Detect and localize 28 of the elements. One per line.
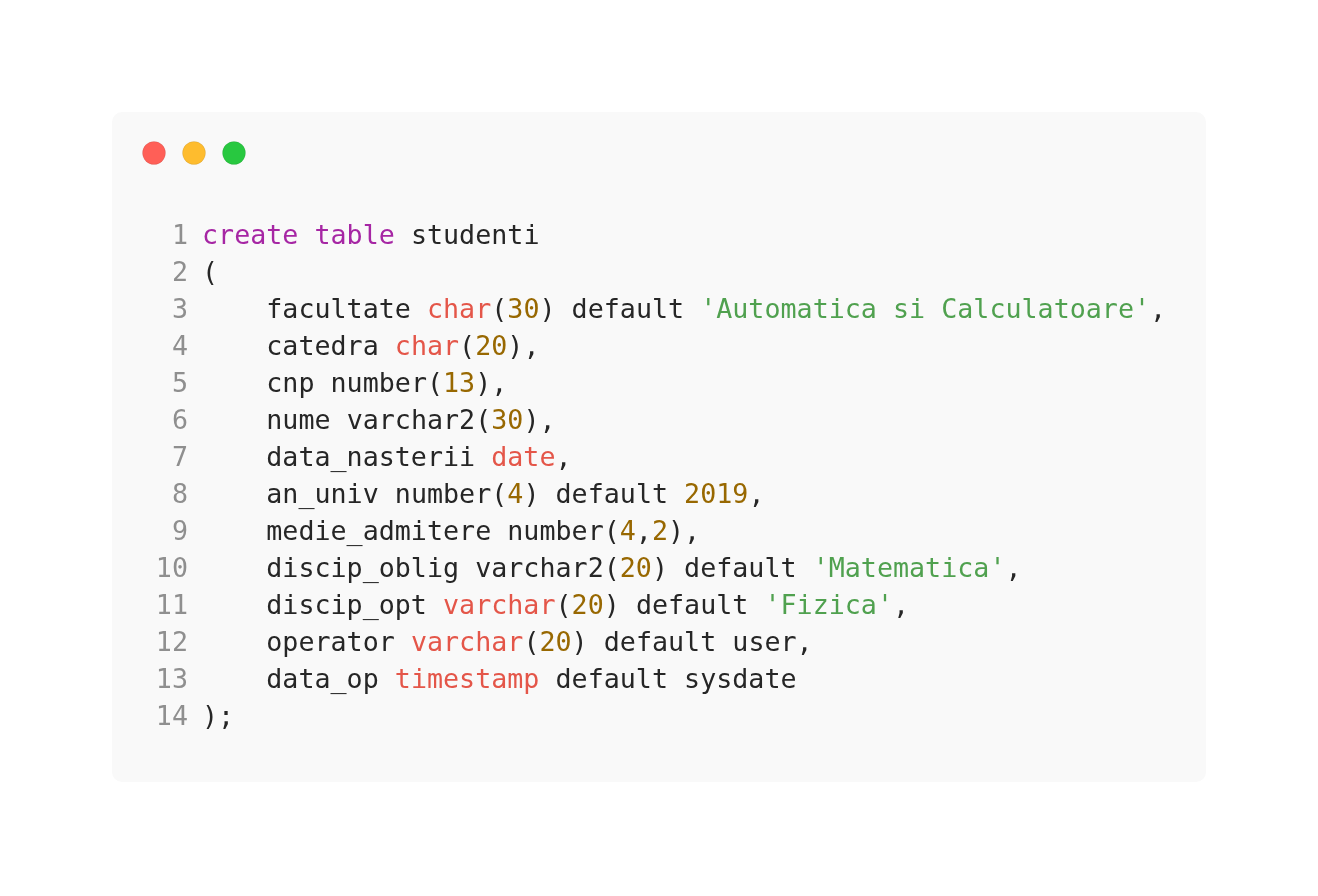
line-number: 2 [170,255,188,289]
code-line: nume varchar2(30), [266,403,556,437]
line-number: 11 [154,588,188,622]
line-number: 9 [170,514,188,548]
line-number: 7 [170,440,188,474]
code-line: cnp number(13), [266,366,508,400]
line-number: 5 [170,366,188,400]
code-line: data_nasterii date, [266,440,572,474]
code-line: ); [202,699,235,733]
code-line: operator varchar(20) default user, [266,625,813,659]
code-line: data_op timestamp default sysdate [266,662,797,696]
code-line: facultate char(30) default 'Automatica si Calculatoare', [266,292,1167,326]
line-number: 4 [170,329,188,363]
code-line: an_univ number(4) default 2019, [266,477,765,511]
line-number: 10 [154,551,188,585]
line-number: 12 [154,625,188,659]
line-number: 3 [170,292,188,326]
line-number: 8 [170,477,188,511]
code-line: catedra char(20), [266,329,540,363]
line-number: 1 [170,218,188,252]
code-line: create table studenti [202,218,540,252]
line-number: 13 [154,662,188,696]
code-line: medie_admitere number(4,2), [266,514,701,548]
line-number: 6 [170,403,188,437]
code-line: ( [202,255,219,289]
line-number: 14 [154,699,188,733]
code-line: discip_oblig varchar2(20) default 'Matematica', [266,551,1022,585]
code-line: discip_opt varchar(20) default 'Fizica', [266,588,910,622]
